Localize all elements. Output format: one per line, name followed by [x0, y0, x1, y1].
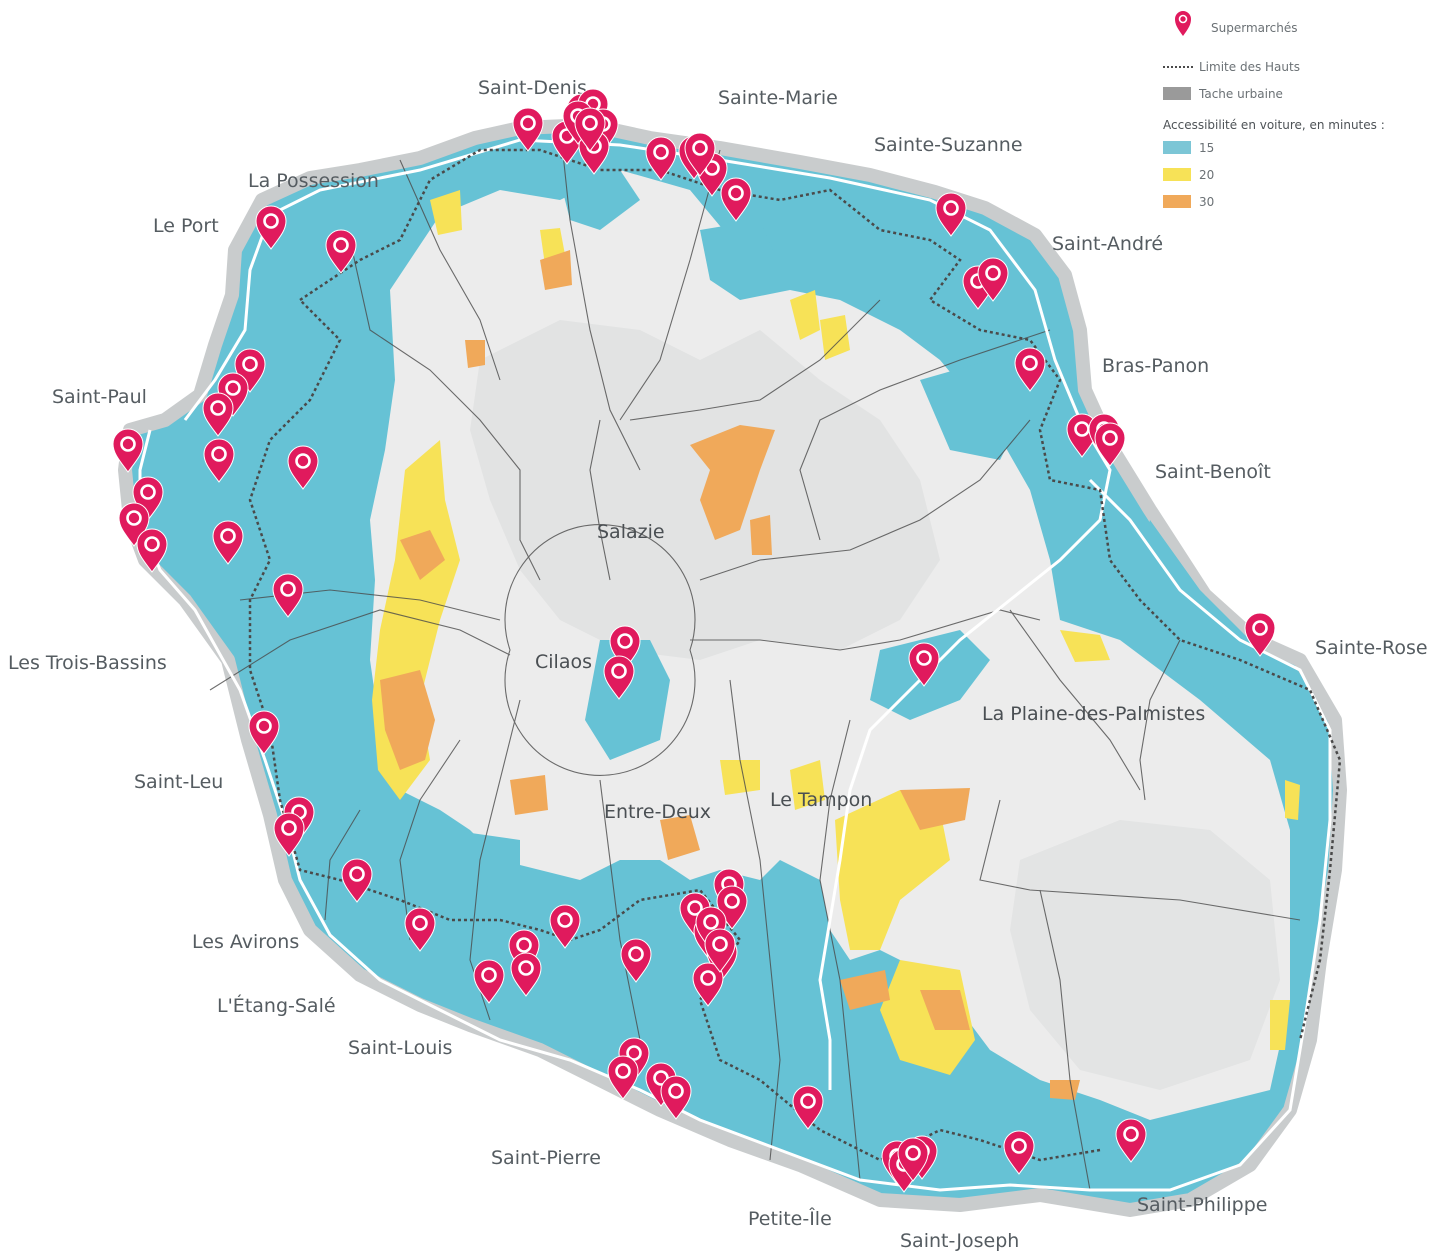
supermarket-pin-icon	[620, 938, 652, 983]
supermarket-pin-icon	[792, 1085, 824, 1130]
supermarket-pin-icon	[897, 1137, 929, 1182]
supermarket-pin-icon	[684, 132, 716, 177]
label-la-possession: La Possession	[248, 170, 379, 192]
legend-accessibility-title: Accessibilité en voiture, en minutes :	[1163, 118, 1385, 132]
label-saint-paul: Saint-Paul	[52, 386, 147, 408]
supermarket-pin-icon	[977, 257, 1009, 302]
supermarket-pin-icon	[212, 520, 244, 565]
supermarket-pin-icon	[203, 438, 235, 483]
label-saint-benoit: Saint-Benoît	[1155, 461, 1271, 483]
supermarket-pin-icon	[473, 959, 505, 1004]
label-l-etang-sale: L'Étang-Salé	[217, 994, 336, 1017]
label-saint-philippe: Saint-Philippe	[1137, 1194, 1267, 1216]
label-salazie: Salazie	[597, 521, 665, 543]
label-bras-panon: Bras-Panon	[1102, 355, 1209, 377]
supermarket-pin-icon	[607, 1055, 639, 1100]
coastal-road	[138, 138, 1332, 1192]
legend-swatch-20	[1163, 168, 1191, 181]
label-saint-pierre: Saint-Pierre	[491, 1147, 601, 1169]
label-sainte-marie: Sainte-Marie	[718, 87, 838, 109]
label-cilaos: Cilaos	[535, 651, 592, 673]
supermarket-pin-icon	[341, 858, 373, 903]
heights-limit-line	[248, 148, 1342, 1162]
legend-class-15: 15	[1199, 141, 1214, 155]
legend-heights-limit: Limite des Hauts	[1199, 60, 1300, 74]
label-saint-andre: Saint-André	[1052, 233, 1163, 255]
highlands-shading-south	[1010, 820, 1280, 1090]
legend-pin-icon	[1175, 11, 1191, 36]
supermarket-pin-icon	[1014, 347, 1046, 392]
supermarket-pin-icon	[908, 642, 940, 687]
label-les-trois-bassins: Les Trois-Bassins	[8, 652, 167, 674]
supermarket-pin-icon	[574, 107, 606, 152]
supermarket-pin-icon	[512, 107, 544, 152]
label-saint-louis: Saint-Louis	[348, 1037, 452, 1059]
supermarket-pin-icon	[1115, 1118, 1147, 1163]
label-petite-ile: Petite-Île	[748, 1207, 832, 1230]
label-les-avirons: Les Avirons	[192, 931, 299, 953]
supermarket-pin-icon	[549, 904, 581, 949]
legend: Supermarchés Limite des Hauts Tache urba…	[1163, 11, 1385, 209]
supermarket-pin-icon	[273, 812, 305, 857]
accessibility-20-zones	[372, 190, 1300, 1075]
supermarket-pin-icon	[692, 962, 724, 1007]
label-le-tampon: Le Tampon	[770, 789, 872, 811]
legend-class-20: 20	[1199, 168, 1214, 182]
label-saint-denis: Saint-Denis	[478, 77, 587, 99]
label-entre-deux: Entre-Deux	[604, 801, 711, 823]
supermarket-pin-icon	[1094, 422, 1126, 467]
legend-urban-area: Tache urbaine	[1198, 87, 1283, 101]
legend-class-30: 30	[1199, 195, 1214, 209]
legend-swatch-30	[1163, 195, 1191, 208]
supermarket-pin-icon	[510, 952, 542, 997]
label-saint-joseph: Saint-Joseph	[900, 1230, 1019, 1252]
legend-swatch-15	[1163, 141, 1191, 154]
supermarket-pin-icon	[136, 528, 168, 573]
label-saint-leu: Saint-Leu	[134, 771, 223, 793]
label-le-port: Le Port	[153, 215, 219, 237]
supermarket-pin-icon	[704, 928, 736, 973]
supermarket-pin-icon	[255, 205, 287, 250]
commune-boundaries	[209, 124, 1301, 1191]
supermarket-pin-icon	[603, 655, 635, 700]
supermarket-pin-icon	[1003, 1130, 1035, 1175]
accessibility-30-zones	[380, 250, 1080, 1100]
legend-urban-swatch	[1163, 87, 1191, 100]
lowland-band-east	[1130, 520, 1320, 760]
label-sainte-suzanne: Sainte-Suzanne	[874, 134, 1023, 156]
supermarket-pin-icon	[287, 445, 319, 490]
supermarket-pin-icon	[202, 392, 234, 437]
supermarket-pin-icon	[935, 192, 967, 237]
legend-supermarkets: Supermarchés	[1211, 21, 1298, 35]
supermarket-pin-icon	[404, 907, 436, 952]
supermarket-pin-icon	[325, 229, 357, 274]
label-sainte-rose: Sainte-Rose	[1315, 637, 1428, 659]
supermarket-pin-icon	[112, 428, 144, 473]
supermarket-pin-icon	[660, 1075, 692, 1120]
supermarket-pin-icon	[248, 710, 280, 755]
commune-labels: Saint-Denis Sainte-Marie Sainte-Suzanne …	[8, 77, 1428, 1252]
supermarket-pins	[112, 88, 1276, 1193]
label-la-plaine-des-palmistes: La Plaine-des-Palmistes	[982, 703, 1205, 725]
supermarket-pin-icon	[272, 573, 304, 618]
supermarket-pin-icon	[1244, 612, 1276, 657]
supermarket-pin-icon	[645, 136, 677, 181]
supermarket-pin-icon	[720, 177, 752, 222]
